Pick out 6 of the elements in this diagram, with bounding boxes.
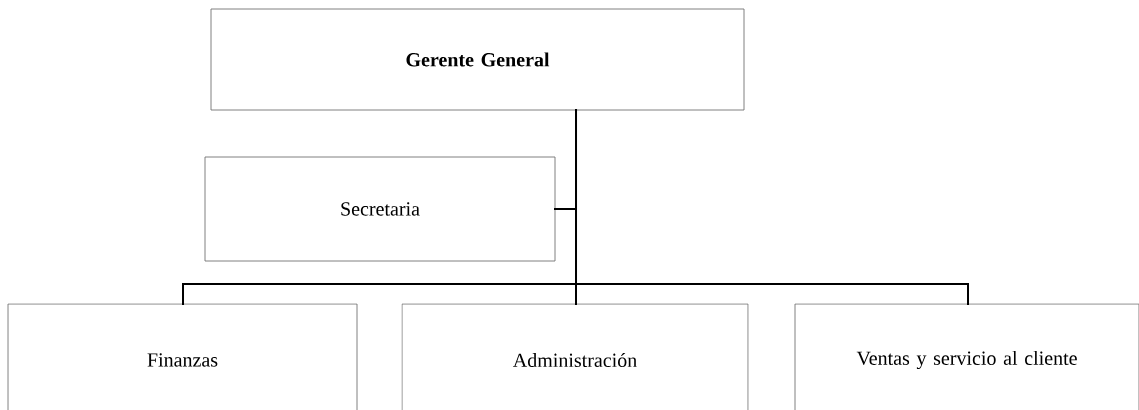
org-box: Ventas y servicio al cliente [794, 303, 1139, 410]
org-box: Administración [401, 303, 749, 410]
org-box: Secretaria [204, 156, 556, 262]
org-box: Gerente General [210, 8, 745, 111]
connector-line [575, 109, 969, 305]
org-box: Finanzas [7, 303, 358, 410]
